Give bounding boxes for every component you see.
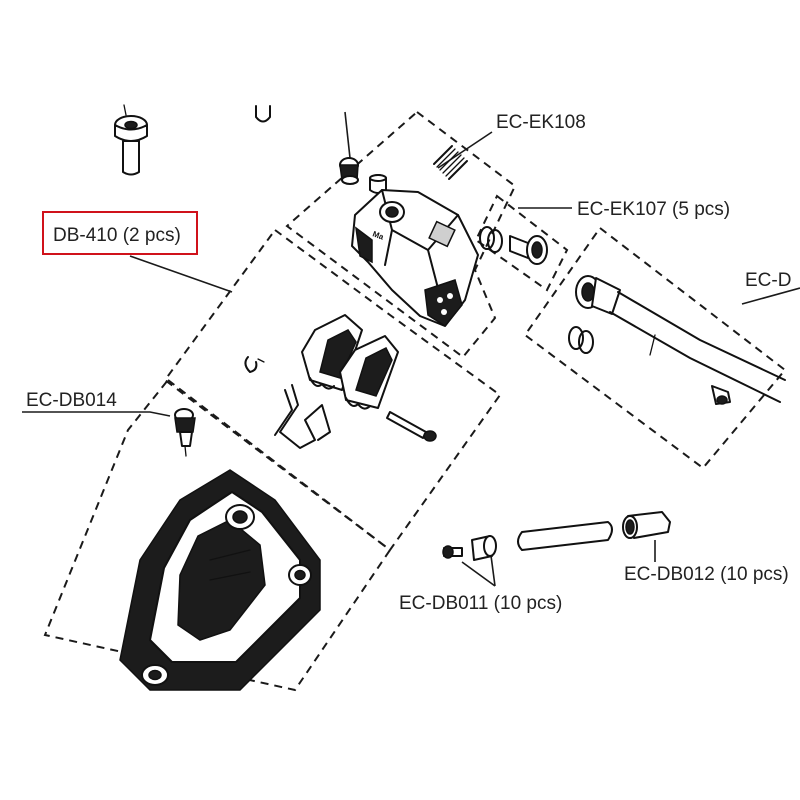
label-ec-ek108: EC-EK108 [496,112,586,133]
leader-db410 [129,255,233,293]
hose-icon [609,291,786,403]
group-box-hose [523,226,787,470]
db011-fitting-b [471,535,497,561]
label-ec-db014: EC-DB014 [26,390,117,411]
spring-icon [433,145,468,180]
highlight-box [42,211,198,255]
leader-db011-a [461,561,496,587]
group-box-ek107 [474,194,569,292]
brake-pad-right [339,335,399,410]
tube-icon [517,521,613,551]
db011-fitting-a [442,545,463,559]
group-box-pads [163,228,502,552]
label-ec-ek107: EC-EK107 (5 pcs) [577,199,730,220]
o-ring-icon [479,226,503,253]
clip-icon [255,105,271,123]
caliper-body [119,469,321,691]
plug-icon [369,174,387,194]
db014-fitting-icon [174,408,196,457]
bolt-icon [114,104,148,176]
group-box-ek108 [285,110,517,359]
pad-pin-icon [386,411,437,442]
leader-ec-d [741,287,800,305]
pad-clip-icon [244,356,265,373]
small-fitting-icon [339,157,359,185]
label-ec-db011: EC-DB011 (10 pcs) [399,593,562,614]
leader-db014 [22,411,171,417]
leader-ek108 [437,131,493,169]
pad-spring-icon [274,384,331,449]
label-db-410: DB-410 (2 pcs) [53,225,181,246]
svg-text:Ma: Ma [371,229,385,241]
master-cylinder-body: Ma [351,189,479,327]
db012-nut-icon [622,511,671,539]
label-ec-d-partial: EC-D [745,270,791,291]
piston-icon [509,235,548,265]
label-ec-db012: EC-DB012 (10 pcs) [624,564,789,585]
bleed-nipple-icon [711,385,731,405]
leader-top-small [344,111,351,159]
